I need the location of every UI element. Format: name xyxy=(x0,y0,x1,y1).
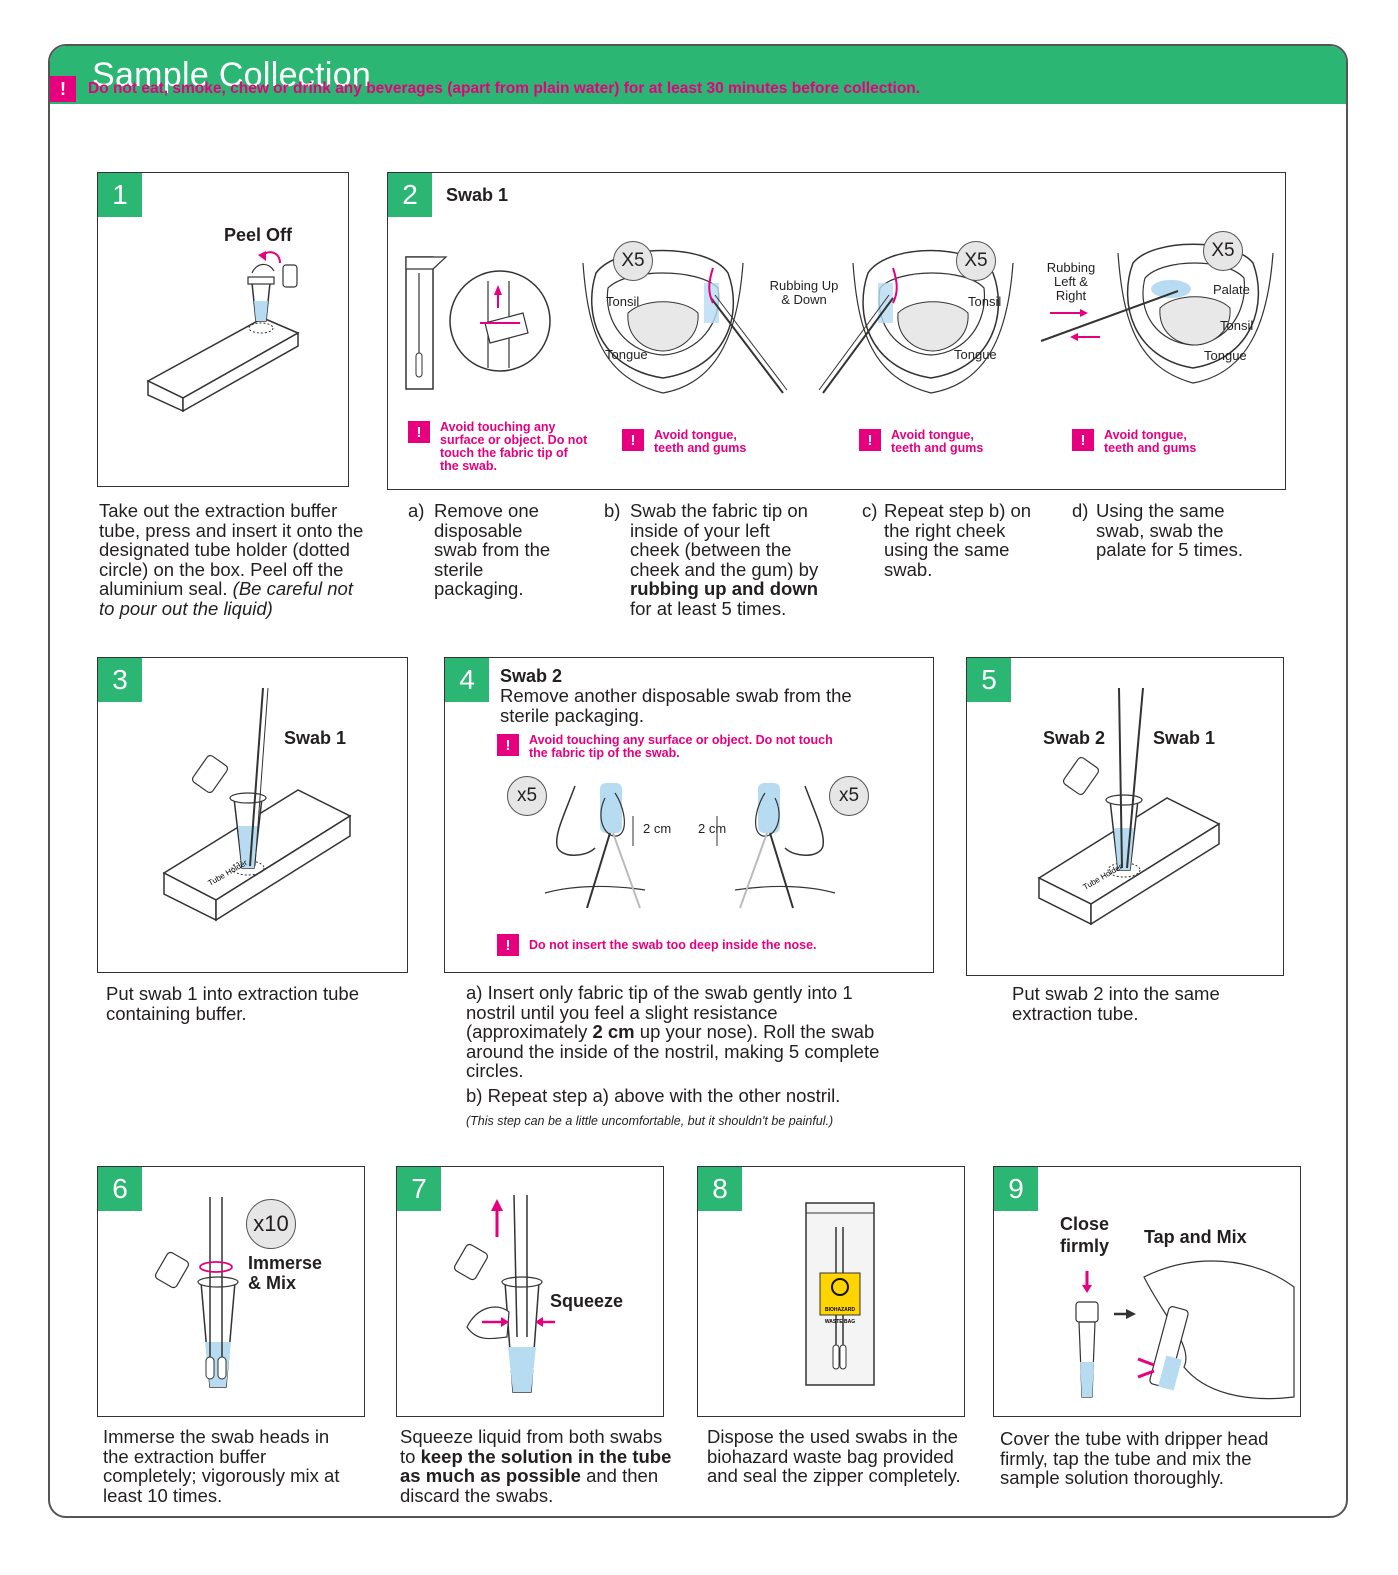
top-warning-text: Do not eat, smoke, chew or drink any bev… xyxy=(88,80,921,97)
swab-packaging-illustration xyxy=(405,243,1274,394)
step-3-panel: 3 Swab 1 Tube Holder xyxy=(97,657,408,973)
tongue-label-2: Tongue xyxy=(954,347,997,362)
squeeze-label: Squeeze xyxy=(550,1291,624,1311)
note-avoid-tongue-1: ! Avoid tongue, teeth and gums xyxy=(622,429,762,455)
swab-1-title: Swab 1 xyxy=(446,185,509,205)
step-4a-description: a) Insert only fabric tip of the swab ge… xyxy=(466,982,880,1081)
step-5-panel: 5 Swab 2 Swab 1 Tube Holder xyxy=(966,657,1284,976)
step-number: 8 xyxy=(698,1167,742,1211)
close-firmly-label: Close firmly xyxy=(1060,1214,1110,1256)
nose-swab-illustration xyxy=(544,783,836,909)
rubbing-up-down-label: Rubbing Up & Down xyxy=(769,278,839,307)
step-number: 2 xyxy=(388,173,432,217)
biohazard-label: BIOHAZARD xyxy=(825,1307,855,1313)
tap-and-mix-label: Tap and Mix xyxy=(1144,1227,1247,1247)
step-number: 6 xyxy=(98,1167,142,1211)
2cm-label-left: 2 cm xyxy=(643,821,672,836)
x5-badge-left: x5 xyxy=(507,776,547,816)
waste-bag-label: WASTE BAG xyxy=(825,1319,855,1325)
top-warning: ! Do not eat, smoke, chew or drink any b… xyxy=(50,76,920,102)
step-6-description: Immerse the swab heads in the extraction… xyxy=(103,1426,340,1506)
note-avoid-touching: ! Avoid touching any surface or object. … xyxy=(408,421,588,473)
warning-icon: ! xyxy=(622,429,644,451)
swab-2-title: Swab 2 xyxy=(500,666,563,686)
tube-holder-illustration: Tube Holder xyxy=(162,687,352,922)
step-8-panel: 8 BIOHAZARD WASTE BAG xyxy=(697,1166,965,1417)
step-9-panel: 9 Close firmly Tap and Mix xyxy=(993,1166,1301,1417)
step-1-italic: (Be careful not to pour out the liquid) xyxy=(99,578,353,619)
box-tube-illustration xyxy=(146,251,300,413)
step-4-italic-note: (This step can be a little uncomfortable… xyxy=(466,1114,834,1128)
step-7-description: Squeeze liquid from both swabs to keep t… xyxy=(400,1426,672,1506)
step-number: 1 xyxy=(98,173,142,217)
palate-label: Palate xyxy=(1213,282,1250,297)
x10-badge: x10 xyxy=(246,1199,296,1249)
step-3-description: Put swab 1 into extraction tube containi… xyxy=(106,983,359,1024)
step-1-description: Take out the extraction buffer tube, pre… xyxy=(99,501,364,618)
tonsil-label-1: Tonsil xyxy=(606,294,640,309)
squeeze-illustration xyxy=(453,1194,555,1393)
step-number: 4 xyxy=(445,658,489,702)
two-swab-tube-illustration: Tube Holder xyxy=(1037,687,1221,926)
page-title: Sample Collection xyxy=(92,56,372,94)
peel-off-label: Peel Off xyxy=(224,225,293,245)
warning-icon: ! xyxy=(859,429,881,451)
swab-1-label: Swab 1 xyxy=(1153,728,1216,748)
warning-icon: ! xyxy=(497,934,519,956)
step-9-description: Cover the tube with dripper head firmly,… xyxy=(1000,1428,1269,1488)
tonsil-label-3: Tonsil xyxy=(1220,318,1254,333)
warning-icon: ! xyxy=(497,734,519,756)
swab-2-label: Swab 2 xyxy=(1043,728,1106,748)
warning-icon: ! xyxy=(408,421,430,443)
step-2d-description: d) Using the same swab, swab the palate … xyxy=(1072,500,1244,560)
step-4-panel: 4 Swab 2 Remove another disposable swab … xyxy=(444,657,934,973)
step-5-description: Put swab 2 into the same extraction tube… xyxy=(1012,983,1220,1024)
swab-1-label: Swab 1 xyxy=(284,728,347,748)
step-4b-description: b) Repeat step a) above with the other n… xyxy=(466,1085,841,1106)
warning-icon: ! xyxy=(50,76,76,102)
step-1-text: Take out the extraction buffer tube, pre… xyxy=(99,500,364,599)
tongue-label-1: Tongue xyxy=(605,347,648,362)
step-number: 5 xyxy=(967,658,1011,702)
step-8-description: Dispose the used swabs in the biohazard … xyxy=(707,1426,961,1486)
tap-mix-illustration xyxy=(1075,1260,1295,1400)
x5-badge-2: X5 xyxy=(956,241,996,281)
immerse-mix-label: Immerse & Mix xyxy=(248,1253,323,1293)
tongue-label-3: Tongue xyxy=(1204,348,1247,363)
immerse-illustration xyxy=(154,1197,239,1388)
step-2b-description: b) Swab the fabric tip on inside of your… xyxy=(604,500,819,619)
2cm-label-right: 2 cm xyxy=(698,821,727,836)
step-2-panel: 2 Swab 1 xyxy=(387,172,1286,490)
step-number: 7 xyxy=(397,1167,441,1211)
x5-badge-right: x5 xyxy=(829,776,869,816)
x5-badge-3: X5 xyxy=(1203,231,1243,271)
rubbing-left-right-label: Rubbing Left & Right xyxy=(1046,260,1096,303)
step-number: 3 xyxy=(98,658,142,702)
step-1-panel: 1 Peel Off xyxy=(97,172,349,487)
x5-badge-1: X5 xyxy=(613,241,653,281)
step-6-panel: 6 x10 Immerse & Mix xyxy=(97,1166,365,1417)
tonsil-label-2: Tonsil xyxy=(968,294,1002,309)
waste-bag-illustration: BIOHAZARD WASTE BAG xyxy=(805,1202,875,1386)
note-avoid-touching-2: ! Avoid touching any surface or object. … xyxy=(497,734,837,760)
step-7-panel: 7 Squeeze xyxy=(396,1166,664,1417)
step-number: 9 xyxy=(994,1167,1038,1211)
header-bar: Sample Collection xyxy=(50,46,1346,104)
note-not-too-deep: ! Do not insert the swab too deep inside… xyxy=(497,934,897,956)
note-avoid-tongue-2: ! Avoid tongue, teeth and gums xyxy=(859,429,999,455)
step-2c-description: c) Repeat step b) on the right cheek usi… xyxy=(862,500,1032,580)
step-2a-description: a) Remove one disposable swab from the s… xyxy=(408,500,551,599)
swab-2-subtitle: Remove another disposable swab from the … xyxy=(500,685,852,726)
warning-icon: ! xyxy=(1072,429,1094,451)
note-avoid-tongue-3: ! Avoid tongue, teeth and gums xyxy=(1072,429,1212,455)
